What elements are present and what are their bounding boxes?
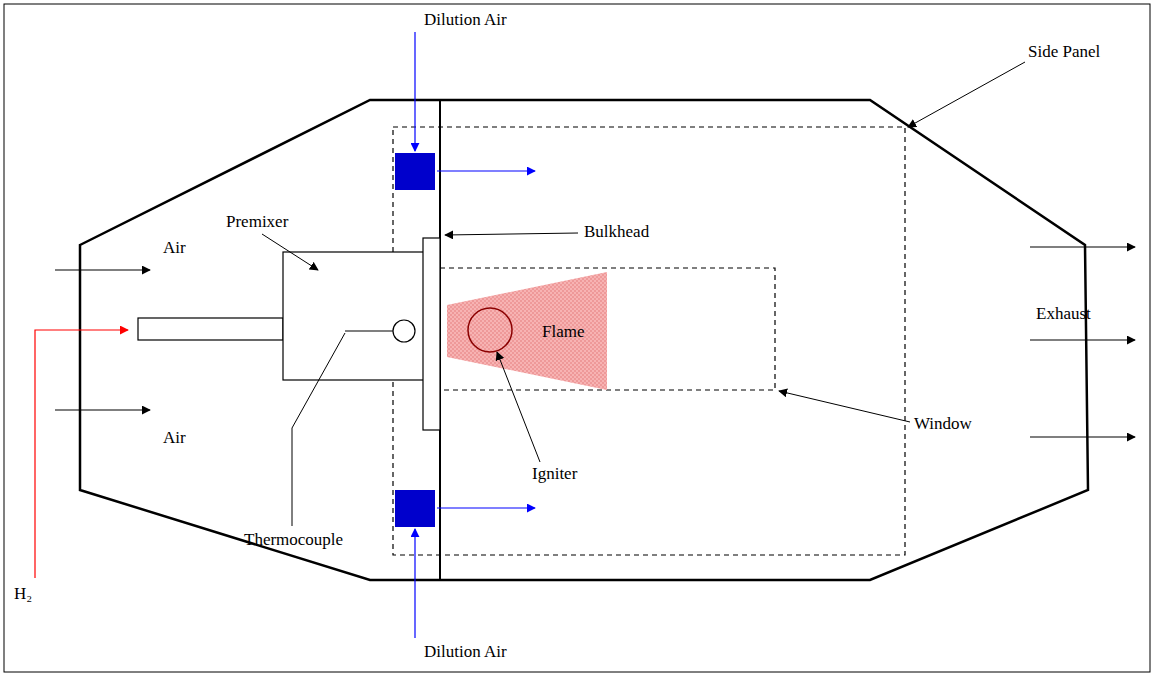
flow-label: H₂: [14, 584, 32, 604]
exhaust-arrow: [1030, 339, 1135, 340]
igniter-circle: [468, 308, 512, 352]
combustor-housing: [80, 100, 1088, 580]
premixer-body: [283, 252, 428, 380]
dilution-inflow-arrow: [414, 32, 415, 151]
part-label: Side Panel: [1028, 42, 1100, 62]
part-label: Premixer: [226, 212, 288, 232]
exhaust-arrow: [1030, 436, 1135, 437]
dilution-outflow-arrow: [437, 170, 535, 171]
flow-label: Exhaust: [1036, 304, 1091, 324]
hydrogen-feed-line: [35, 330, 128, 578]
injector-plate: [423, 238, 440, 430]
part-label: Thermocouple: [244, 530, 343, 550]
window-outline: [440, 268, 775, 390]
air-arrow: [55, 409, 150, 410]
thermocouple-leader: [292, 333, 345, 526]
flow-label: Air: [163, 428, 186, 448]
dilution-port: [395, 153, 435, 190]
flow-label: Dilution Air: [424, 642, 507, 662]
window-leader: [779, 391, 910, 422]
flow-label: Air: [163, 238, 186, 258]
part-label: Window: [914, 414, 972, 434]
bulkhead-leader: [445, 233, 578, 235]
thermocouple-probe: [345, 330, 393, 331]
part-label: Bulkhead: [584, 222, 649, 242]
dilution-outflow-arrow: [437, 507, 535, 508]
fuel-tube: [138, 318, 283, 340]
side-panel-outline: [393, 127, 905, 555]
flame-shape: [447, 272, 607, 390]
exhaust-arrow: [1030, 246, 1135, 247]
part-label: Igniter: [532, 464, 577, 484]
side-panel-leader: [908, 62, 1025, 127]
part-label: Flame: [542, 322, 585, 342]
air-arrow: [55, 269, 150, 270]
igniter-leader: [497, 352, 540, 462]
dilution-inflow-arrow: [414, 529, 415, 638]
premixer-leader: [262, 234, 318, 270]
flow-label: Dilution Air: [424, 10, 507, 30]
outer-frame: [4, 4, 1150, 672]
thermocouple-tip: [393, 320, 415, 342]
dilution-port: [395, 490, 435, 527]
